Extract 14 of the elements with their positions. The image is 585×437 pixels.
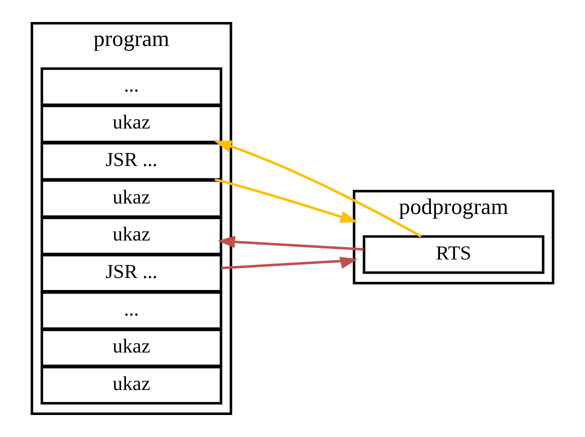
arrow: [214, 140, 422, 238]
node-box: ukaz: [40, 366, 222, 404]
node-box: ukaz: [40, 216, 222, 256]
node-box: ukaz: [40, 328, 222, 368]
arrow: [214, 178, 358, 223]
node-box: ukaz: [40, 179, 222, 218]
node-box: JSR ...: [40, 254, 222, 292]
arrow: [218, 236, 364, 251]
node-box: ...: [40, 291, 222, 330]
node-box: RTS: [362, 235, 544, 274]
node-box: ...: [40, 67, 222, 106]
arrow: [221, 256, 358, 270]
node-box: JSR ...: [40, 142, 222, 181]
node-box: ukaz: [40, 104, 222, 144]
